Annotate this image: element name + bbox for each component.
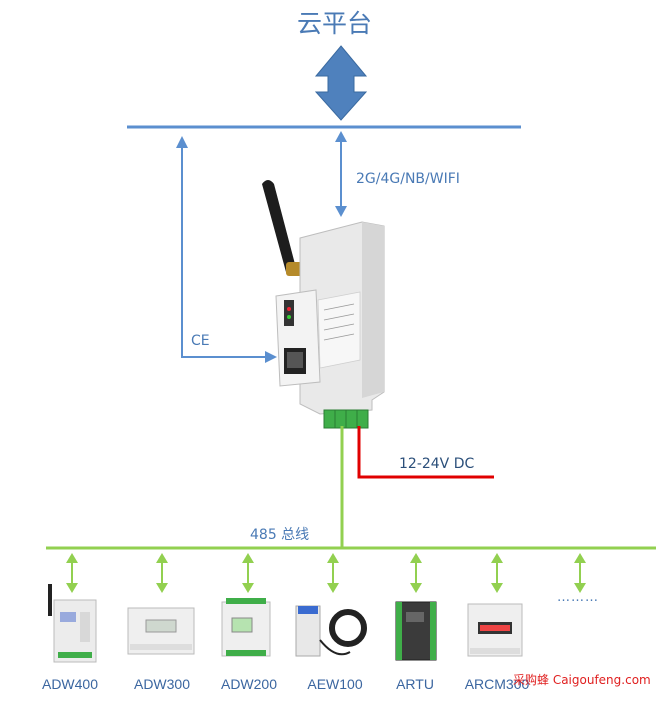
device-image-adw200 [221, 598, 271, 657]
drop-arrow-adw300 [156, 553, 168, 593]
rs485-bus-label: 485 总线 [250, 527, 310, 543]
device-image-adw300 [127, 607, 195, 655]
device-image-aew100 [295, 605, 367, 657]
device-label-arcm300: ARCM300 [464, 676, 530, 692]
drop-arrow-adw200 [242, 553, 254, 593]
wireless-arrow-up [335, 131, 347, 142]
device-label-aew100: AEW100 [307, 676, 363, 692]
more-devices-ellipsis: ……… [557, 590, 599, 605]
device-image-artu [395, 601, 437, 661]
drop-arrow-aew100 [327, 553, 339, 593]
ce-arrow-right [265, 351, 277, 363]
wireless-protocol-label: 2G/4G/NB/WIFI [356, 171, 460, 187]
drop-arrow-more [574, 553, 586, 593]
ce-label: CE [191, 333, 210, 349]
drop-arrow-artu [410, 553, 422, 593]
ce-link-line [181, 146, 268, 358]
cloud-double-arrow [314, 45, 368, 121]
device-label-adw300: ADW300 [133, 676, 191, 692]
cloud-platform-title: 云平台 [296, 9, 372, 38]
device-label-adw400: ADW400 [41, 676, 99, 692]
antenna [262, 180, 296, 272]
device-label-artu: ARTU [396, 676, 434, 692]
bus-drop-arrows [66, 553, 586, 593]
power-supply-label: 12-24V DC [399, 456, 475, 472]
device-image-arcm300 [467, 603, 523, 657]
power-line [357, 426, 494, 479]
drop-arrow-adw400 [66, 553, 78, 593]
drop-arrow-arcm300 [491, 553, 503, 593]
watermark-text: 采购蜂 Caigoufeng.com [513, 673, 651, 687]
device-label-adw200: ADW200 [220, 676, 278, 692]
wireless-arrow-down [335, 206, 347, 217]
device-image-adw400 [48, 584, 97, 663]
gateway-device [262, 180, 385, 429]
ce-arrow-up [176, 136, 188, 148]
